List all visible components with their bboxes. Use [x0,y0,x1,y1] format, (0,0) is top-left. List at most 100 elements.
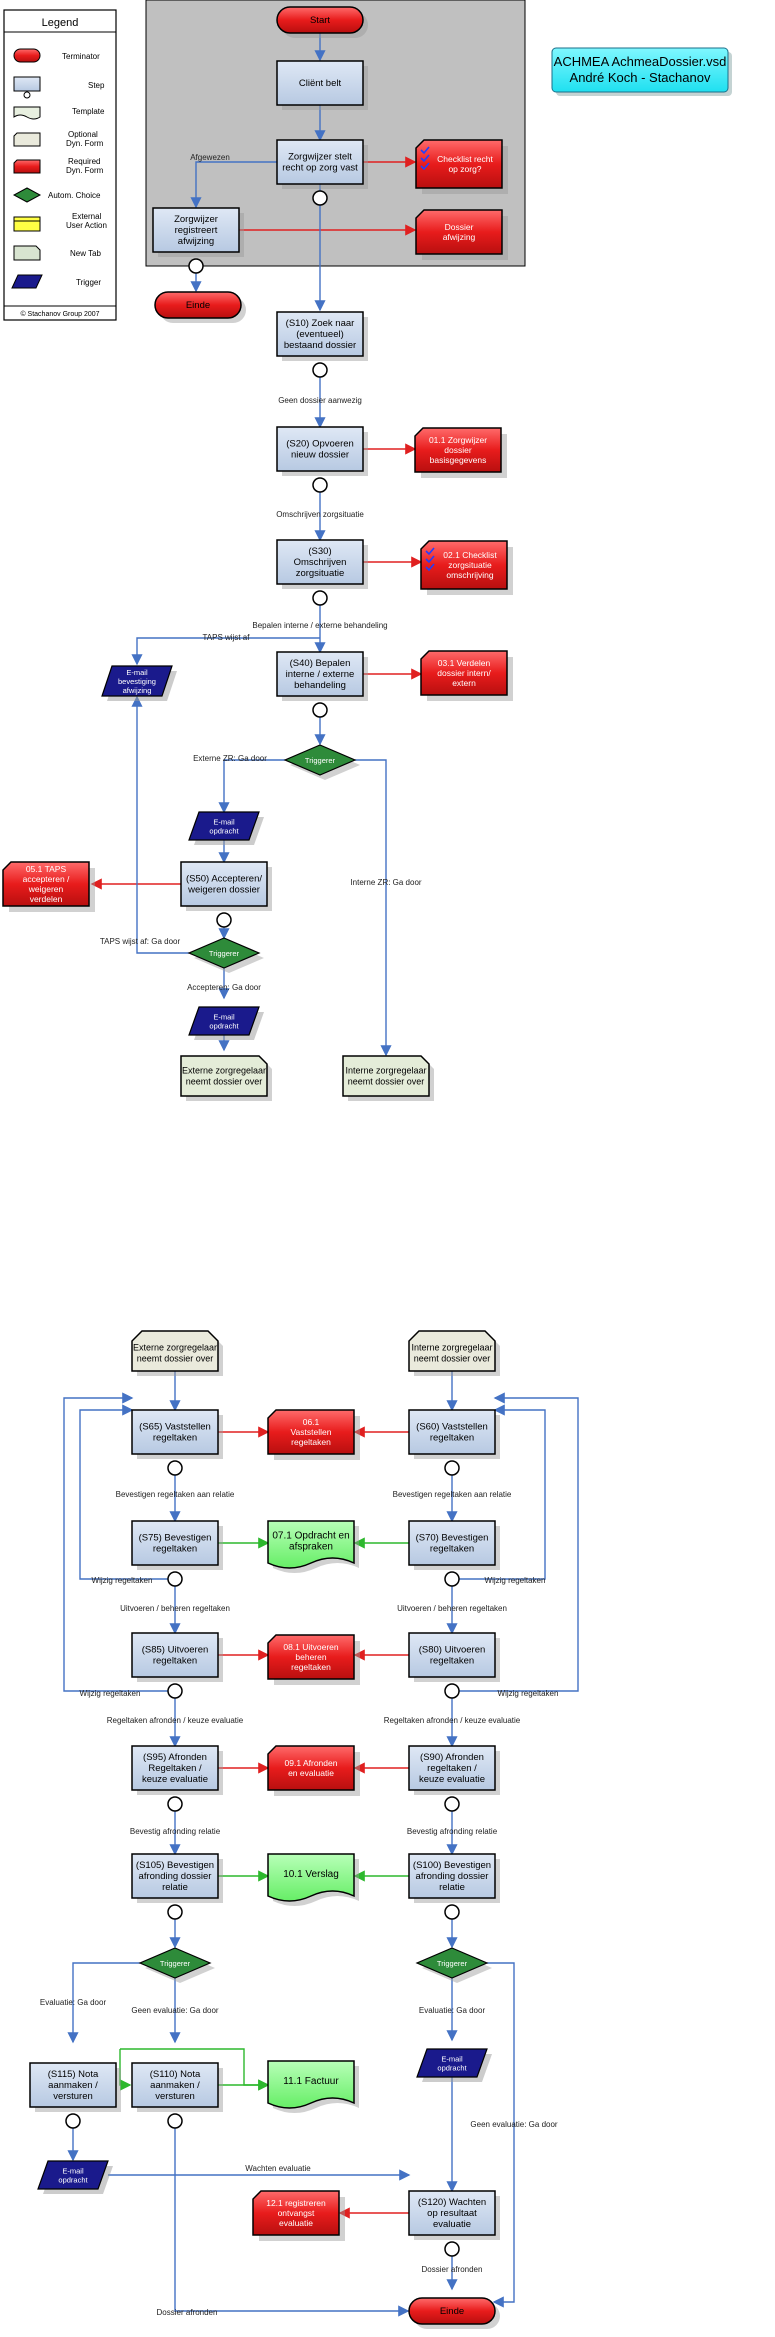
legend-external-1: External [72,212,102,221]
step-s30-connector [312,590,328,606]
step-s75-connector [167,1571,183,1587]
step-client[interactable]: Cliënt belt [276,60,368,110]
label-taps-wijst-af-gadoor: TAPS wijst af: Ga door [100,937,181,946]
label-interne-zr: Interne ZR: Ga door [350,878,421,887]
connector [459,1404,546,1580]
label-bevestig-right: Bevestig afronding relatie [407,1827,498,1836]
doc-111[interactable]: 11.1 Factuur [267,2060,359,2113]
start-terminator-label: Start [310,15,330,26]
step-s10[interactable]: (S10) Zoek naar(eventueel)bestaand dossi… [276,311,368,378]
choice-triggerer-1[interactable]: Triggerer [283,744,360,780]
label-wachten-evaluatie: Wachten evaluatie [245,2164,311,2173]
choice-triggerer-4[interactable]: Triggerer [415,1947,492,1983]
step-s65-connector [167,1460,183,1476]
step-s70-connector [444,1571,460,1587]
label-wijzig-right-1: Wijzig regeltaken [485,1576,546,1585]
step-s105-connector [167,1904,183,1920]
connector [459,1392,579,1692]
step-s95-connector [167,1796,183,1812]
step-s50[interactable]: (S50) Accepteren/weigeren dossier [180,861,272,928]
trigger-icon [11,274,43,289]
label-uitvoeren-right: Uitvoeren / beheren regeltaken [397,1604,507,1613]
title-line1: ACHMEA AchmeaDossier.vsd [554,54,727,69]
step-s110-connector [167,2113,183,2129]
einde-terminator-1[interactable]: Einde [154,291,246,323]
step-s115-connector [65,2113,81,2129]
legend-template: Template [72,107,105,116]
label-bepalen: Bepalen interne / externe behandeling [252,621,387,630]
label-evaluatie-left: Evaluatie: Ga door [40,1998,107,2007]
step-icon [13,76,41,92]
legend-choice: Autom. Choice [48,191,101,200]
label-omschrijven: Omschrijven zorgsituatie [276,510,364,519]
einde-terminator-2-label: Einde [440,2306,464,2317]
legend-external-2: User Action [66,221,107,230]
choice-triggerer-2[interactable]: Triggerer [187,937,264,973]
label-accepteren: Accepteren: Ga door [187,983,261,992]
label-uitvoeren-left: Uitvoeren / beheren regeltaken [120,1604,230,1613]
legend-trigger: Trigger [76,278,101,287]
connector [131,695,189,954]
einde-terminator-2[interactable]: Einde [408,2297,500,2329]
choice-triggerer-3[interactable]: Triggerer [138,1947,215,1983]
step-zorg-registreert-connector [188,258,204,274]
start-terminator[interactable]: Start [276,6,368,38]
connector [119,2049,132,2091]
choice-triggerer-2-label: Triggerer [209,949,240,958]
choice-triggerer-1-label: Triggerer [305,756,336,765]
doc-101[interactable]: 10.1 Verslag [267,1853,359,1906]
label-taps-wijst-af: TAPS wijst af [203,633,251,642]
